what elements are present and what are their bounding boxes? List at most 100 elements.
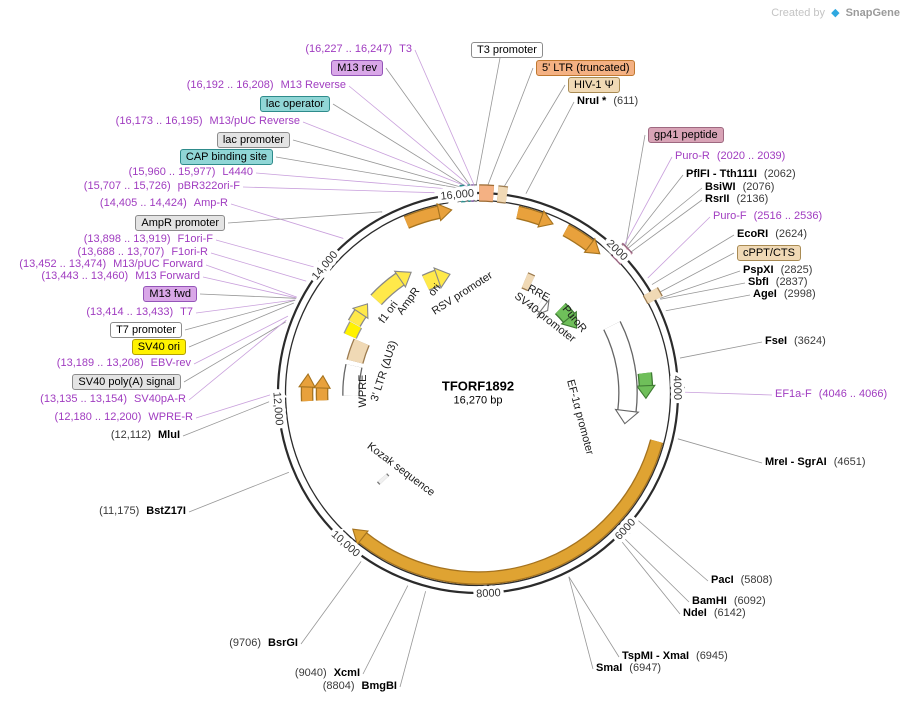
feature-arrowhead-green-arrow-right[interactable] [635,384,656,400]
kozak-label[interactable]: Kozak sequence [365,440,437,499]
callout-mlui[interactable]: (12,112)MluI [110,429,180,441]
callout-f1ori-f[interactable]: (13,898 .. 13,919)F1ori-F [83,233,213,245]
leader-line-bstz17i [188,471,290,513]
feature-ef1a-promoter-arrow[interactable] [604,321,637,412]
ef1a-promoter-label[interactable]: EF-1α promoter [564,378,596,456]
callout-bsiwi[interactable]: BsiWI(2076) [705,181,775,193]
wpre-label[interactable]: WPRE [357,375,369,408]
callout-puro-f[interactable]: Puro-F(2516 .. 2536) [713,210,823,222]
callout-m13-rev[interactable]: M13 rev [331,60,383,76]
callout-ndei[interactable]: NdeI(6142) [683,607,746,619]
callout-ecori[interactable]: EcoRI(2624) [737,228,807,240]
feature-arrowhead-f1-ori-arrow[interactable] [351,303,369,320]
callout-puro-r[interactable]: Puro-R(2020 .. 2039) [675,150,786,162]
feature-ampr-arrow[interactable] [371,273,404,305]
position-label-halo: 4000 [671,375,684,400]
callout-t7-promoter[interactable]: T7 promoter [110,322,182,338]
callout-hiv1-psi-label[interactable]: HIV-1 Ψ [568,77,620,93]
callout-5-ltr-truncated-label[interactable]: 5' LTR (truncated) [536,60,636,76]
callout-m13-puc-reverse[interactable]: (16,173 .. 16,195)M13/pUC Reverse [115,115,300,127]
feature-kozak-mark[interactable] [377,474,389,485]
callout-t3-primer[interactable]: (16,227 .. 16,247)T3 [305,43,412,55]
feature-arrowhead-ef1a-promoter-arrow[interactable] [614,408,640,425]
leader-line-rsrii [628,199,703,255]
callout-bstz17i[interactable]: (11,175)BstZ17I [99,505,186,517]
feature-arrowhead-rsv-promoter-arc[interactable] [436,202,453,222]
feature-arrowhead-puror-arrow[interactable] [560,310,578,329]
callout-bmgbi[interactable]: (8804)BmgBI [322,680,397,692]
feature-3-ltr-du3[interactable] [347,339,369,364]
callout-m13-fwd[interactable]: M13 fwd [143,286,197,302]
feature-orf-arc[interactable] [359,439,662,584]
callout-m13-puc-forward[interactable]: (13,452 .. 13,474)M13/pUC Forward [19,258,203,270]
feature-arrowhead-ampr-arrow[interactable] [393,270,412,289]
callout-rsrii[interactable]: RsrII(2136) [705,193,769,205]
position-tick-16000 [455,187,459,203]
callout-f1ori-r[interactable]: (13,688 .. 13,707)F1ori-R [77,246,208,258]
callout-pspxi[interactable]: PspXI(2825) [743,264,813,276]
callout-t3-promoter[interactable]: T3 promoter [471,42,543,58]
callout-lac-operator[interactable]: lac operator [259,96,330,112]
callout-cppt-label[interactable]: cPPT/CTS [737,245,801,261]
feature-gag-arc[interactable] [516,206,543,225]
feature-cppt-cts[interactable] [643,287,662,304]
feature-hiv1-psi[interactable] [496,186,508,203]
callout-pbr322ori-f[interactable]: (15,707 .. 15,726)pBR322ori-F [83,180,240,192]
leader-line-sv40-polya [183,321,286,383]
leader-line-f1ori-f [215,239,316,268]
position-label-14000: 14,000 [310,249,341,283]
feature-arrowhead-gag-arc[interactable] [537,209,554,228]
callout-m13-reverse[interactable]: (16,192 .. 16,208)M13 Reverse [186,79,346,91]
position-tick-14000 [318,259,331,271]
feature-ori-arrow[interactable] [422,270,441,290]
feature-arrowhead-sv40-promoter-arrow[interactable] [536,298,550,316]
feature-f1-ori-arrow[interactable] [349,309,366,327]
callout-pflfi-tth111i[interactable]: PflFI - Tth111I(2062) [686,168,796,180]
callout-lac-promoter[interactable]: lac promoter [216,132,290,148]
feature-arrowhead-env-arc[interactable] [583,237,601,255]
plasmid-name: TFORF1892 [441,378,515,394]
callout-cap-binding-site[interactable]: CAP binding site [179,149,273,165]
leader-line-sv40pa-r [188,319,287,401]
callout-tspmi-xmai[interactable]: TspMI - XmaI(6945) [622,650,728,662]
callout-t7-primer[interactable]: (13,414 .. 13,433)T7 [86,306,193,318]
3-ltr-label[interactable]: 3' LTR (ΔU3) [369,339,400,403]
feature-sv40-ori[interactable] [344,321,362,339]
callout-xcmi[interactable]: (9040)XcmI [294,667,360,679]
feature-arrowhead-ori-arrow[interactable] [433,267,451,290]
callout-ampr-promoter[interactable]: AmpR promoter [135,215,225,231]
position-tick-2000 [611,244,624,257]
callout-smai[interactable]: SmaI(6947) [596,662,662,674]
callout-ebv-rev[interactable]: (13,189 .. 13,208)EBV-rev [56,357,191,369]
leader-line-lac-operator [332,103,470,189]
leader-line-sv40-ori-label [188,302,294,348]
callout-ef1a-f[interactable]: EF1a-F(4046 .. 4066) [775,388,888,400]
callout-fsei[interactable]: FseI(3624) [765,335,826,347]
feature-arrowhead-orf-arc[interactable] [352,528,370,546]
callout-sbfi[interactable]: SbfI(2837) [748,276,808,288]
feature-arrowhead-left-arrow-inner[interactable] [313,374,332,389]
callout-gp41-label[interactable]: gp41 peptide [648,127,724,143]
feature-wpre[interactable] [343,364,362,396]
callout-amp-r[interactable]: (14,405 .. 14,424)Amp-R [99,197,228,209]
callout-bamhi[interactable]: BamHI(6092) [692,595,766,607]
feature-rre[interactable] [521,273,535,291]
callout-nrui[interactable]: NruI *(611) [577,95,639,107]
feature-env-arc[interactable] [563,225,593,250]
callout-m13-forward[interactable]: (13,443 .. 13,460)M13 Forward [41,270,200,282]
feature-5-ltr-truncated[interactable] [479,185,495,202]
feature-green-arrow-right[interactable] [638,372,652,387]
callout-wpre-r[interactable]: (12,180 .. 12,200)WPRE-R [54,411,193,423]
callout-mrei-sgrai[interactable]: MreI - SgrAI(4651) [765,456,866,468]
feature-arrowhead-left-arrow-outer[interactable] [298,373,317,388]
ampr-label[interactable]: AmpR [395,285,423,317]
callout-l4440[interactable]: (15,960 .. 15,977)L4440 [128,166,253,178]
callout-sv40pa-r[interactable]: (13,135 .. 13,154)SV40pA-R [40,393,186,405]
callout-agei[interactable]: AgeI(2998) [753,288,816,300]
callout-sv40-ori-label[interactable]: SV40 ori [131,339,186,355]
feature-gp41-peptide[interactable] [611,243,632,264]
callout-sv40-polya[interactable]: SV40 poly(A) signal [72,374,181,390]
callout-paci[interactable]: PacI(5808) [711,574,773,586]
callout-bsrgi[interactable]: (9706)BsrGI [229,637,298,649]
